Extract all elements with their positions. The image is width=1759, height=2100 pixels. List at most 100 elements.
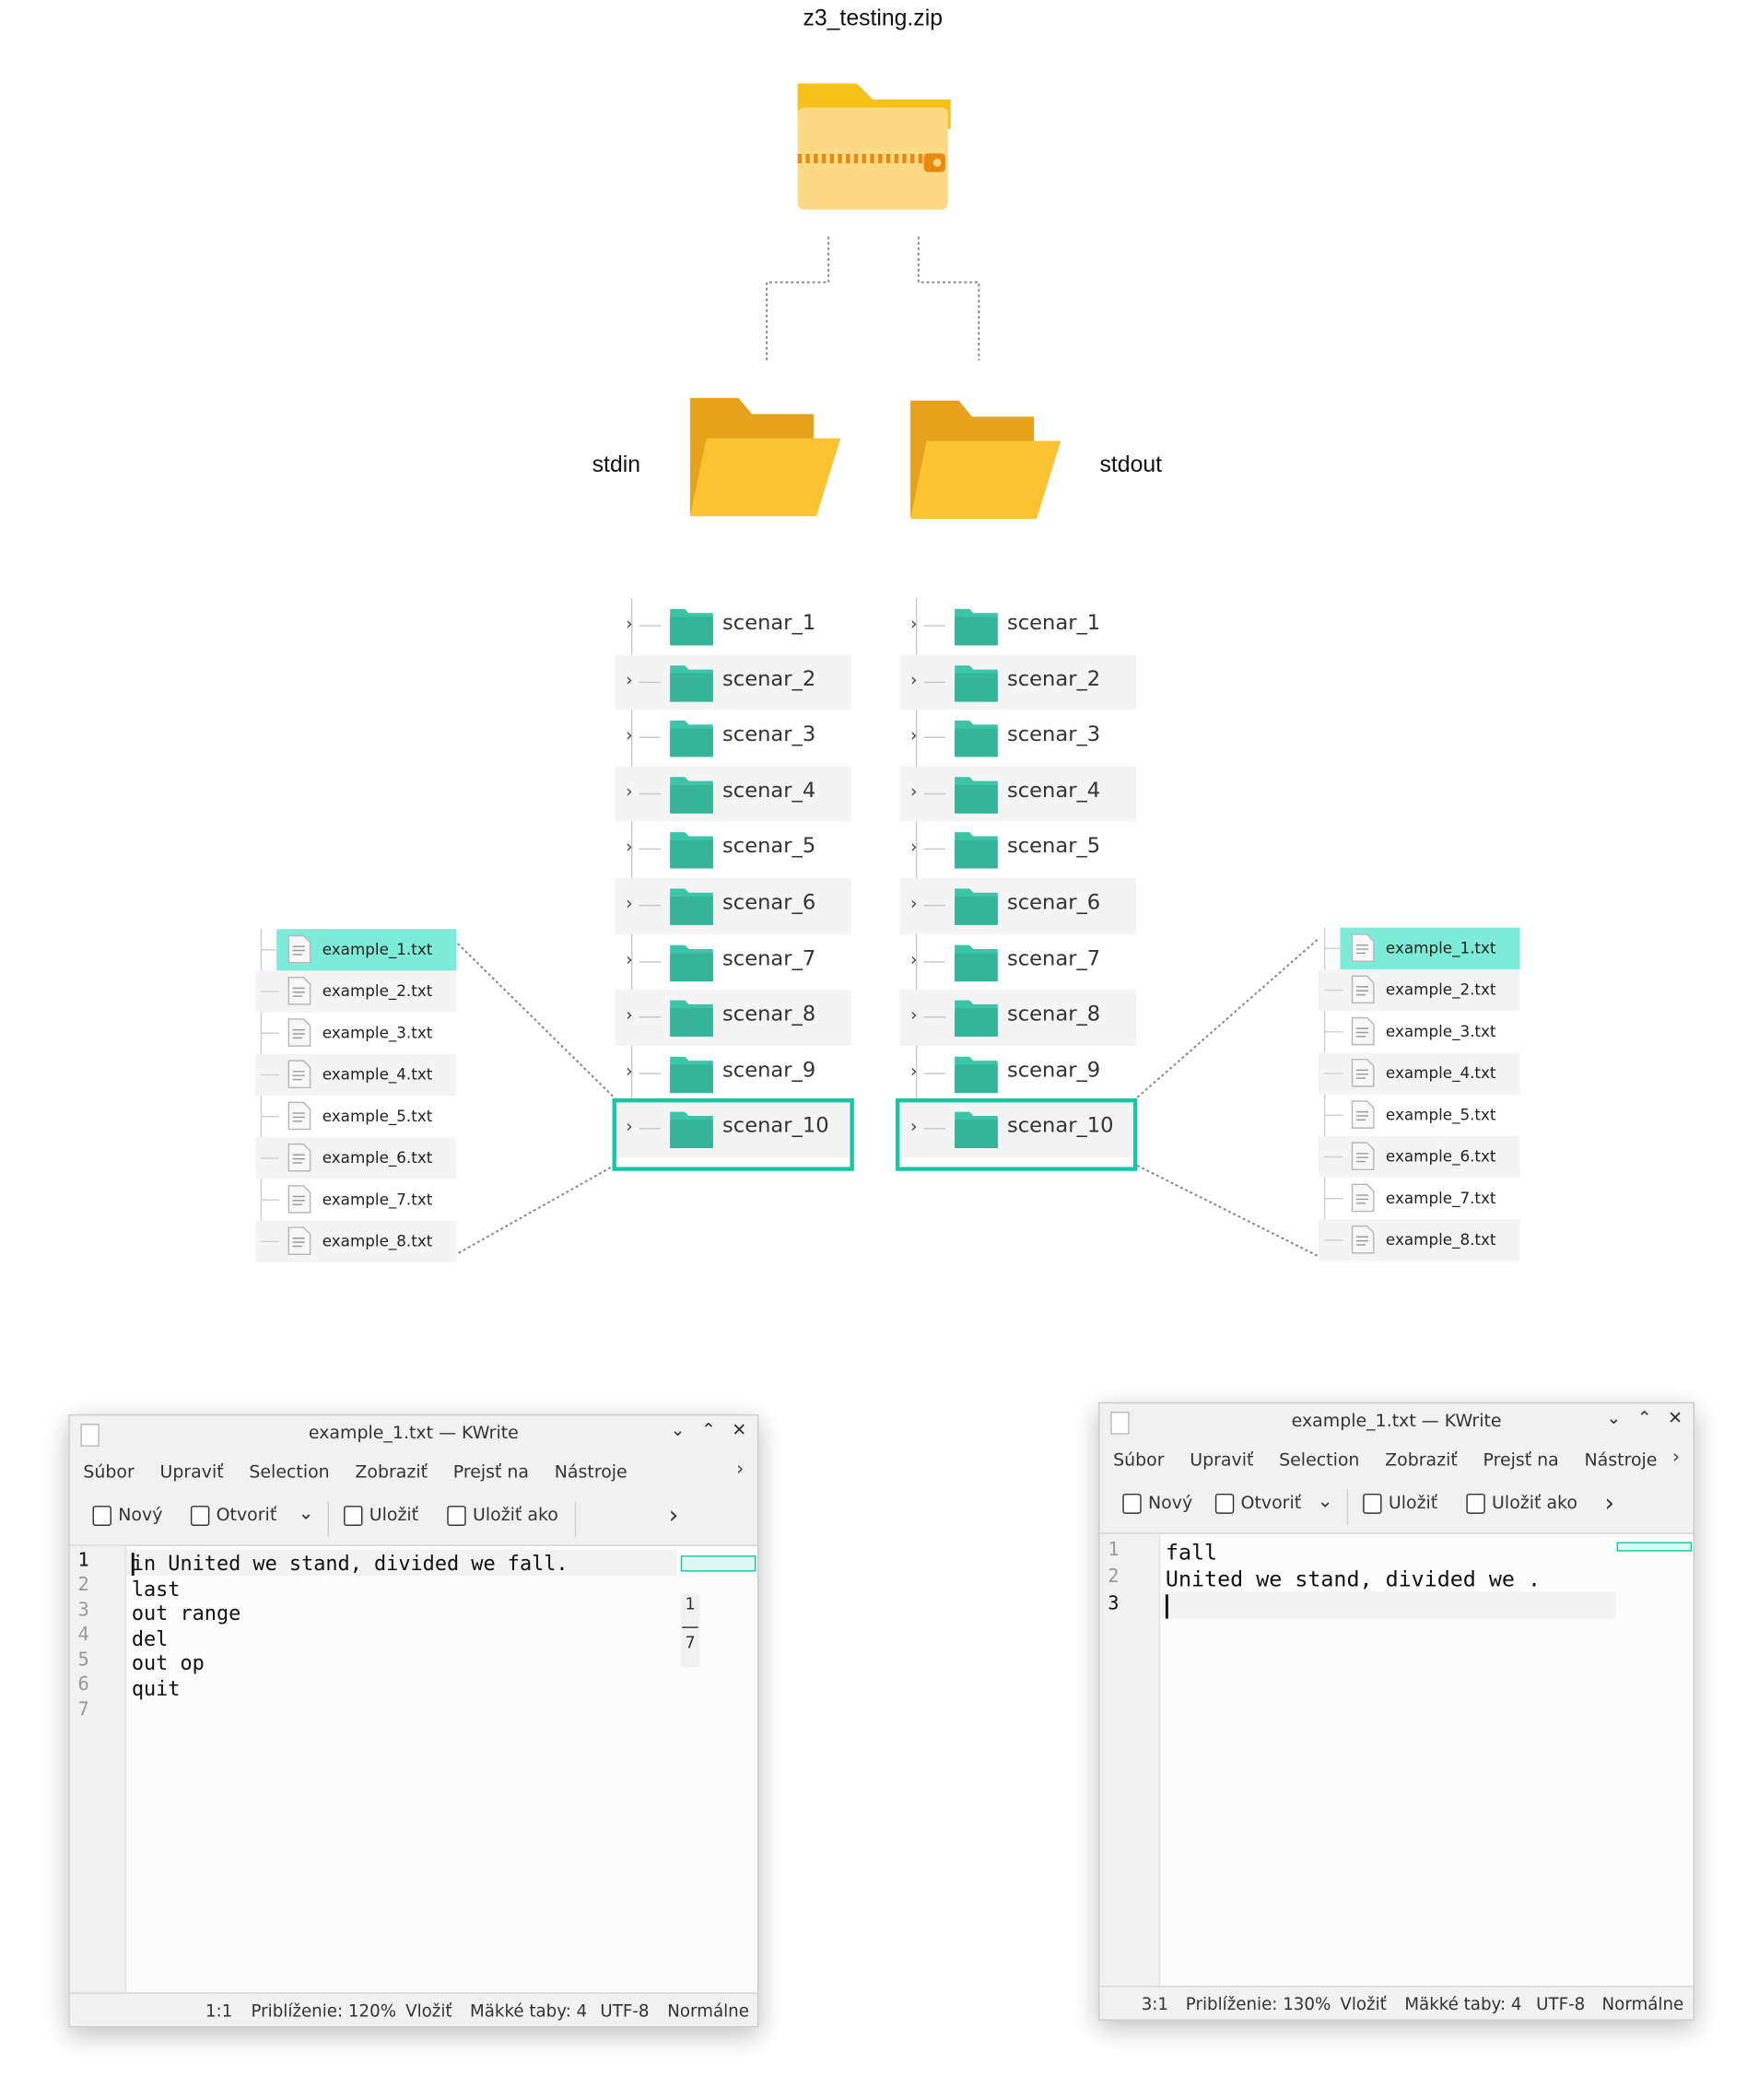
tree-item-scenar-2[interactable]: ›scenar_2 (899, 653, 1136, 710)
stdout-folder-icon[interactable] (908, 395, 1063, 522)
menu-selection[interactable]: Selection (249, 1461, 330, 1483)
expand-chevron-icon[interactable]: › (626, 781, 633, 803)
file-item-example-7[interactable]: example_7.txt (1319, 1178, 1520, 1219)
expand-chevron-icon[interactable]: › (626, 726, 633, 747)
file-item-example-4[interactable]: example_4.txt (1319, 1052, 1520, 1095)
maximize-button[interactable]: ⌃ (700, 1421, 716, 1442)
file-item-example-3[interactable]: example_3.txt (1319, 1011, 1520, 1052)
file-item-example-6[interactable]: example_6.txt (254, 1137, 457, 1179)
close-button[interactable]: ✕ (732, 1421, 747, 1442)
minimap-viewport[interactable] (1616, 1542, 1693, 1552)
expand-chevron-icon[interactable]: › (910, 670, 918, 691)
file-item-example-2[interactable]: example_2.txt (254, 970, 457, 1013)
file-item-example-8[interactable]: example_8.txt (1319, 1219, 1520, 1261)
menu-file[interactable]: Súbor (83, 1461, 135, 1483)
file-item-example-1[interactable]: example_1.txt (255, 929, 457, 971)
tree-item-scenar-4[interactable]: ›scenar_4 (899, 766, 1136, 822)
menu-file[interactable]: Súbor (1113, 1449, 1165, 1471)
expand-chevron-icon[interactable]: › (626, 1005, 633, 1027)
indentation-setting[interactable]: Mäkké taby: 4 (470, 2000, 588, 2021)
tree-item-scenar-5[interactable]: ›scenar_5 (615, 822, 850, 878)
file-item-example-7[interactable]: example_7.txt (255, 1179, 457, 1221)
expand-chevron-icon[interactable]: › (910, 1062, 918, 1083)
open-dropdown-chevron-icon[interactable]: ⌄ (1317, 1491, 1333, 1513)
close-button[interactable]: ✕ (1668, 1409, 1683, 1429)
syntax-mode[interactable]: Normálne (1601, 1993, 1684, 2014)
file-item-example-1[interactable]: example_1.txt (1319, 927, 1520, 969)
input-mode[interactable]: Vložiť (1340, 1993, 1387, 2014)
tree-item-scenar-3[interactable]: ›scenar_3 (899, 710, 1135, 767)
open-button[interactable]: Otvoriť (190, 1506, 276, 1526)
new-button[interactable]: Nový (1122, 1493, 1192, 1514)
menu-overflow-chevron-icon[interactable]: › (736, 1459, 745, 1481)
input-mode[interactable]: Vložiť (405, 2000, 452, 2021)
expand-chevron-icon[interactable]: › (626, 614, 633, 635)
expand-chevron-icon[interactable]: › (910, 614, 918, 635)
tree-item-scenar-10[interactable]: ›scenar_10 (899, 1101, 1136, 1158)
minimize-button[interactable]: ⌄ (1606, 1409, 1622, 1429)
save-as-button[interactable]: Uložiť ako (447, 1506, 558, 1526)
tree-item-scenar-7[interactable]: ›scenar_7 (615, 933, 850, 990)
tree-item-scenar-8[interactable]: ›scenar_8 (899, 990, 1136, 1046)
encoding[interactable]: UTF-8 (600, 2000, 650, 2021)
tree-item-scenar-8[interactable]: ›scenar_8 (615, 990, 851, 1046)
expand-chevron-icon[interactable]: › (626, 1117, 633, 1138)
expand-chevron-icon[interactable]: › (910, 1005, 918, 1027)
minimize-button[interactable]: ⌄ (670, 1421, 686, 1442)
zoom-level[interactable]: Priblíženie: 120% (251, 2000, 397, 2021)
maximize-button[interactable]: ⌃ (1636, 1409, 1652, 1429)
tree-item-scenar-7[interactable]: ›scenar_7 (899, 933, 1135, 990)
menu-tools[interactable]: Nástroje (554, 1461, 627, 1483)
expand-chevron-icon[interactable]: › (626, 1062, 633, 1083)
tree-item-scenar-4[interactable]: ›scenar_4 (615, 766, 851, 822)
menu-edit[interactable]: Upraviť (159, 1461, 224, 1483)
expand-chevron-icon[interactable]: › (910, 726, 918, 747)
stdin-folder-icon[interactable] (687, 393, 843, 519)
new-button[interactable]: Nový (92, 1506, 162, 1526)
expand-chevron-icon[interactable]: › (626, 894, 633, 915)
menu-tools[interactable]: Nástroje (1584, 1449, 1658, 1471)
save-button[interactable]: Uložiť (344, 1506, 418, 1526)
tree-item-scenar-3[interactable]: ›scenar_3 (615, 710, 850, 767)
file-item-example-5[interactable]: example_5.txt (1319, 1095, 1520, 1136)
cursor-position[interactable]: 3:1 (1141, 1993, 1169, 2014)
tree-item-scenar-6[interactable]: ›scenar_6 (615, 877, 851, 934)
save-button[interactable]: Uložiť (1363, 1493, 1437, 1514)
expand-chevron-icon[interactable]: › (910, 1117, 918, 1138)
tree-item-scenar-1[interactable]: ›scenar_1 (899, 598, 1135, 654)
expand-chevron-icon[interactable]: › (910, 894, 918, 915)
file-item-example-2[interactable]: example_2.txt (1319, 968, 1520, 1012)
menu-selection[interactable]: Selection (1279, 1449, 1360, 1471)
save-as-button[interactable]: Uložiť ako (1466, 1493, 1577, 1514)
tree-item-scenar-1[interactable]: ›scenar_1 (615, 598, 850, 654)
expand-chevron-icon[interactable]: › (910, 949, 918, 970)
file-item-example-5[interactable]: example_5.txt (255, 1096, 457, 1137)
minimap-viewport[interactable] (680, 1555, 756, 1572)
menu-view[interactable]: Zobraziť (355, 1461, 428, 1483)
open-button[interactable]: Otvoriť (1214, 1493, 1301, 1514)
expand-chevron-icon[interactable]: › (626, 670, 633, 691)
menu-view[interactable]: Zobraziť (1385, 1449, 1458, 1471)
cursor-position[interactable]: 1:1 (205, 2000, 233, 2021)
indentation-setting[interactable]: Mäkké taby: 4 (1404, 1993, 1522, 2014)
tree-item-scenar-5[interactable]: ›scenar_5 (899, 822, 1135, 878)
tree-item-scenar-9[interactable]: ›scenar_9 (615, 1046, 850, 1102)
syntax-mode[interactable]: Normálne (667, 2000, 749, 2021)
zoom-level[interactable]: Priblíženie: 130% (1185, 1993, 1331, 2014)
expand-chevron-icon[interactable]: › (626, 949, 633, 970)
tree-item-scenar-9[interactable]: ›scenar_9 (899, 1046, 1135, 1102)
expand-chevron-icon[interactable]: › (626, 838, 633, 859)
menu-edit[interactable]: Upraviť (1190, 1449, 1254, 1471)
expand-chevron-icon[interactable]: › (910, 781, 918, 803)
tree-item-scenar-6[interactable]: ›scenar_6 (899, 877, 1136, 934)
encoding[interactable]: UTF-8 (1536, 1993, 1586, 2014)
file-item-example-6[interactable]: example_6.txt (1319, 1135, 1520, 1179)
expand-chevron-icon[interactable]: › (910, 838, 918, 859)
tree-item-scenar-2[interactable]: ›scenar_2 (615, 653, 851, 710)
toolbar-overflow-chevron-icon[interactable]: › (668, 1501, 679, 1531)
open-dropdown-chevron-icon[interactable]: ⌄ (298, 1503, 314, 1525)
toolbar-overflow-chevron-icon[interactable]: › (1604, 1489, 1614, 1519)
tree-item-scenar-10[interactable]: ›scenar_10 (615, 1101, 851, 1158)
menu-overflow-chevron-icon[interactable]: › (1671, 1446, 1681, 1469)
file-item-example-3[interactable]: example_3.txt (255, 1013, 457, 1054)
